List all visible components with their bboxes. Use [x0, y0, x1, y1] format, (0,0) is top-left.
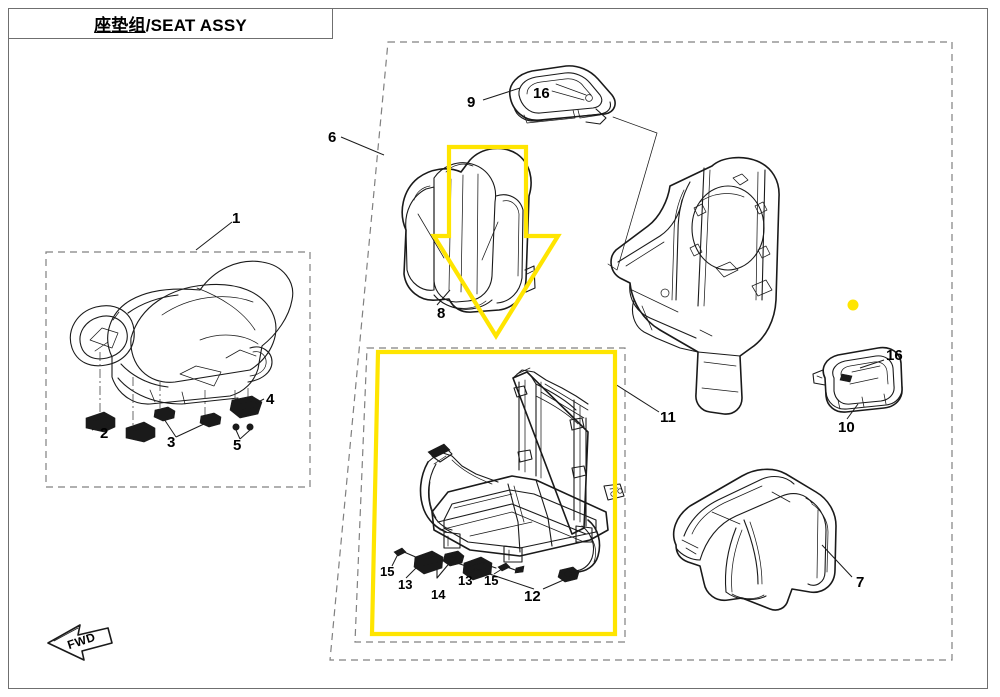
callout-6: 6 [328, 129, 337, 146]
leader-6 [340, 136, 385, 156]
part-frame-arrow-markers [436, 553, 457, 579]
leader-15b [493, 568, 503, 575]
seat-frame-boundary [354, 347, 626, 643]
part-seat-frame [419, 367, 625, 573]
leader-8 [436, 289, 451, 306]
leader-12b [542, 577, 569, 590]
callout-9: 9 [467, 94, 476, 111]
page-title-english: SEAT ASSY [150, 16, 247, 35]
callout-15-second: 15 [484, 573, 499, 588]
callout-14: 14 [431, 587, 446, 602]
leader-11 [614, 383, 660, 413]
leader-1 [195, 221, 233, 251]
callout-16: 16 [533, 85, 550, 102]
callout-15: 15 [380, 564, 395, 579]
callout-13: 13 [398, 577, 413, 592]
part-seat-bracket [229, 395, 263, 419]
leader-3b [175, 423, 205, 438]
callout-1: 1 [232, 210, 241, 227]
callout-12: 12 [524, 588, 541, 605]
callout-10: 10 [838, 419, 855, 436]
callout-8: 8 [437, 305, 446, 322]
main-group-boundary [329, 41, 953, 661]
highlight-dot-marker [847, 299, 859, 311]
leader-2 [91, 422, 110, 431]
leader-15 [391, 553, 399, 567]
page-border [8, 8, 988, 689]
callout-7: 7 [856, 574, 865, 591]
page-title: 座垫组/SEAT ASSY [94, 11, 247, 36]
part-handle-trim-lower [812, 346, 903, 413]
part-backrest-pad [401, 147, 536, 313]
part-seat-bolts [232, 423, 254, 431]
callout-11: 11 [660, 409, 676, 426]
part-backrest-cover [672, 468, 837, 611]
leader-16b [859, 359, 885, 369]
callout-5: 5 [233, 437, 242, 454]
part-frame-screws [393, 547, 525, 574]
seat-assembly-boundary [45, 251, 311, 488]
part-frame-brackets [413, 550, 493, 581]
leader-4 [253, 398, 265, 405]
leader-12 [453, 561, 535, 590]
leader-5 [235, 429, 241, 440]
construction-line-handle [607, 116, 658, 271]
highlight-box-part-11 [369, 349, 618, 637]
part-seat-clips [85, 411, 156, 443]
highlight-arrow-part-8 [430, 144, 562, 340]
fwd-orientation-arrow [47, 624, 113, 661]
part-handle-trim-upper [508, 65, 616, 125]
leader-3 [161, 415, 177, 438]
callout-3: 3 [167, 434, 176, 451]
diagram-title-box: 座垫组/SEAT ASSY [8, 8, 333, 39]
callout-16-second: 16 [886, 347, 903, 364]
leader-5b [239, 429, 251, 440]
leader-7 [821, 544, 853, 578]
part-seat-nuts [153, 406, 222, 428]
leader-9 [482, 87, 521, 101]
part-seat-assembly [69, 260, 294, 428]
page-title-separator: / [145, 16, 151, 35]
page-title-chinese: 座垫组 [94, 16, 146, 35]
callout-2: 2 [100, 425, 109, 442]
part-seat-back-shell [610, 156, 780, 415]
leader-13 [405, 565, 419, 579]
leader-10 [846, 403, 859, 420]
callout-13-second: 13 [458, 573, 473, 588]
callout-4: 4 [266, 391, 275, 408]
